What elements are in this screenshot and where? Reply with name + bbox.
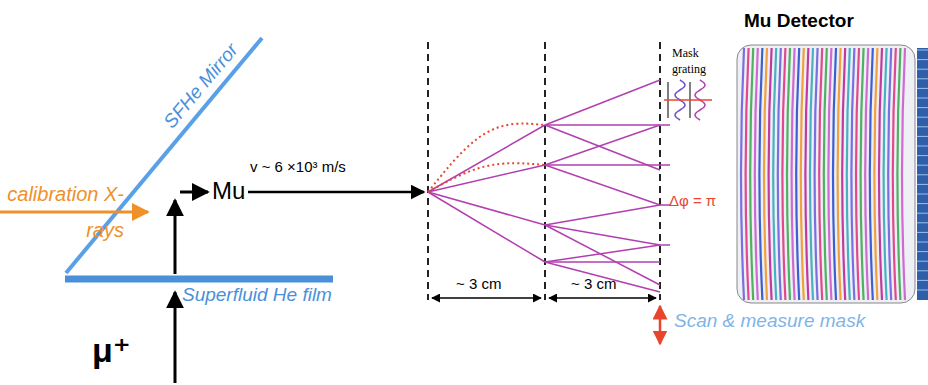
stroke bbox=[545, 125, 660, 170]
stroke bbox=[545, 205, 660, 225]
stroke bbox=[180, 191, 208, 194]
stroke bbox=[660, 244, 670, 246]
stroke bbox=[427, 42, 429, 300]
stroke bbox=[545, 225, 660, 245]
stroke bbox=[0, 211, 148, 214]
text-label: Scan & measure mask bbox=[674, 310, 865, 332]
text-label: Mu bbox=[212, 177, 245, 205]
phase-path bbox=[428, 163, 545, 192]
text-label: Superfluid He film bbox=[182, 284, 332, 306]
stroke bbox=[545, 262, 660, 292]
stroke bbox=[545, 125, 660, 165]
stroke bbox=[545, 165, 660, 205]
stroke bbox=[545, 164, 660, 166]
text-label: SFHe Mirror bbox=[159, 39, 242, 132]
stroke bbox=[549, 297, 656, 299]
text-label: v ~ 6 ×10³ m/s bbox=[250, 158, 346, 175]
text-label: Δφ = π bbox=[669, 192, 716, 209]
stroke bbox=[545, 80, 660, 125]
stroke bbox=[545, 245, 660, 262]
stroke bbox=[174, 292, 177, 383]
text-label: ~ 3 cm bbox=[571, 275, 616, 292]
stroke bbox=[428, 192, 545, 225]
text-label: μ⁺ bbox=[92, 330, 131, 370]
stroke bbox=[174, 200, 177, 274]
stroke bbox=[664, 99, 712, 101]
stroke bbox=[545, 261, 660, 263]
text-label: calibration X-rays bbox=[4, 176, 124, 248]
stroke bbox=[428, 192, 545, 262]
text-label: Mu Detector bbox=[744, 10, 854, 32]
stroke bbox=[248, 191, 424, 194]
stroke bbox=[545, 124, 660, 126]
stroke bbox=[428, 125, 545, 192]
stroke bbox=[660, 124, 670, 126]
stroke bbox=[660, 204, 670, 206]
stroke bbox=[65, 276, 333, 283]
stroke bbox=[432, 297, 541, 299]
text-label: Mask grating bbox=[672, 45, 724, 77]
stroke bbox=[660, 164, 670, 166]
stroke bbox=[659, 306, 662, 344]
text-label: ~ 3 cm bbox=[456, 275, 501, 292]
mu-detector bbox=[737, 45, 928, 303]
stroke bbox=[428, 165, 545, 192]
phase-path bbox=[428, 124, 545, 192]
